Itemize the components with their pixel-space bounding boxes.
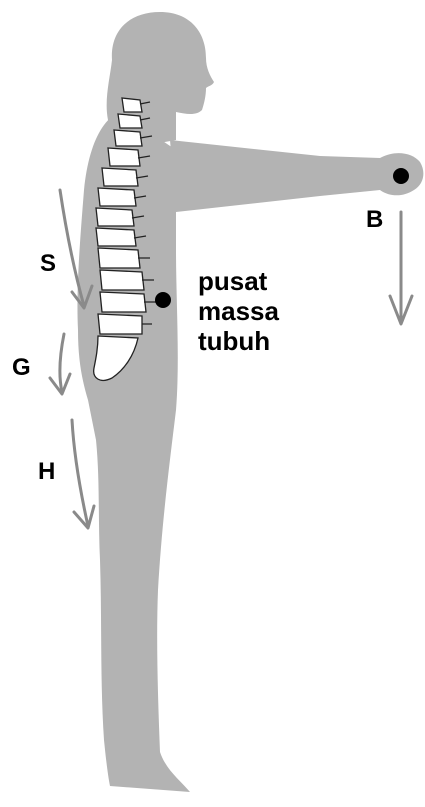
arrow-g	[50, 334, 70, 394]
vertebra	[114, 130, 142, 146]
body-silhouette	[77, 12, 423, 792]
center-of-mass-label-line3: tubuh	[198, 326, 318, 356]
arrow-b-label: B	[366, 208, 383, 232]
vertebra	[100, 270, 144, 290]
hand-mass-dot	[393, 168, 409, 184]
vertebra	[102, 168, 138, 186]
vertebra	[96, 208, 134, 226]
center-of-mass-dot	[155, 292, 171, 308]
center-of-mass-label-line2: massa	[198, 296, 318, 326]
arrow-h	[72, 420, 94, 528]
vertebra	[108, 148, 140, 166]
vertebra	[98, 248, 140, 268]
vertebra	[96, 228, 136, 246]
vertebra	[98, 188, 136, 206]
arrow-b	[390, 212, 412, 324]
arrow-s-label: S	[40, 252, 56, 276]
arm	[170, 140, 423, 212]
vertebra	[122, 98, 142, 112]
vertebra	[98, 314, 142, 334]
arrow-g-label: G	[12, 356, 31, 380]
vertebra	[118, 114, 142, 128]
arrow-h-label: H	[38, 460, 55, 484]
vertebra	[100, 292, 146, 312]
center-of-mass-label-line1: pusat	[198, 266, 318, 296]
center-of-mass-label: pusat massa tubuh	[198, 266, 318, 356]
